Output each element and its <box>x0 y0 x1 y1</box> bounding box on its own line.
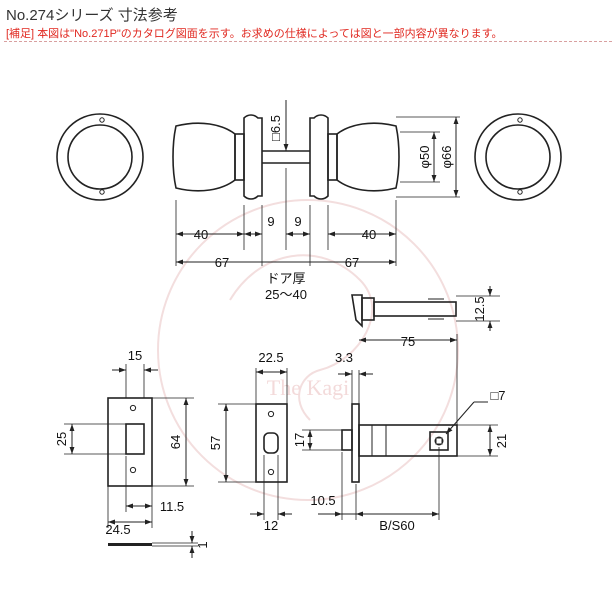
dim-overall-left: 67 <box>215 255 229 270</box>
watermark: The Kagi <box>157 199 459 501</box>
latch-faceplate: 22.5 57 12 <box>208 350 292 533</box>
dim-strike-width: 15 <box>128 348 142 363</box>
dim-faceplate-width: 22.5 <box>258 350 283 365</box>
watermark-circle <box>157 199 459 501</box>
dim-outer-diameter: φ66 <box>439 146 454 169</box>
dim-strike-thickness: 1 <box>195 541 210 548</box>
dim-latch-bolt: 17 <box>292 433 307 447</box>
dim-strike-total: 24.5 <box>105 522 130 537</box>
right-rose-front-view <box>474 113 562 201</box>
dim-front-offset: 10.5 <box>310 493 335 508</box>
dim-strike-offset: 11.5 <box>160 499 184 514</box>
dim-strike-opening: 25 <box>54 432 69 446</box>
dim-door-thickness-label: ドア厚 <box>266 271 305 286</box>
dim-knob-length-left: 40 <box>194 227 208 242</box>
watermark-text: The Kagi <box>267 375 349 400</box>
strike-plate-edge <box>108 543 152 546</box>
dim-square-hole: □7 <box>490 388 505 403</box>
dim-strike-height: 64 <box>168 435 183 449</box>
note-text: 本図は"No.271P"のカタログ図面を示す。お求めの仕様によっては図と一部内容… <box>37 28 503 40</box>
dim-case-height: 21 <box>494 434 509 448</box>
dim-door-thickness-range: 25〜40 <box>265 287 307 302</box>
dim-overall-right: 67 <box>345 255 359 270</box>
left-rose-front-view <box>56 113 144 201</box>
page-title: No.274シリーズ 寸法参考 <box>6 7 178 24</box>
dim-latch-height: 12.5 <box>472 296 487 321</box>
dim-rose-right: 9 <box>294 214 301 229</box>
dim-case-length: 75 <box>401 334 415 349</box>
technical-drawing: The Kagi <box>54 100 562 558</box>
watermark-swoosh <box>229 254 374 421</box>
latch-case-side-view: 3.3 75 □7 21 17 10.5 B/S60 <box>292 334 509 533</box>
dim-faceplate-height: 57 <box>208 436 223 450</box>
dim-rose-diameter: φ50 <box>417 146 432 169</box>
note-tag: [補足] <box>6 28 35 40</box>
dim-spindle: □6.5 <box>268 115 283 141</box>
dim-faceplate-depth: 12 <box>264 518 278 533</box>
dim-backset: B/S60 <box>379 518 414 533</box>
strike-plate: 15 25 64 11.5 24.5 1 <box>54 348 210 558</box>
knob-dimensions: 40 9 9 40 67 67 ドア厚 25〜40 □6.5 φ50 φ66 <box>175 100 460 302</box>
dim-knob-length-right: 40 <box>362 227 376 242</box>
supplementary-note: [補足] 本図は"No.271P"のカタログ図面を示す。お求めの仕様によっては図… <box>6 25 503 41</box>
header: No.274シリーズ 寸法参考 [補足] 本図は"No.271P"のカタログ図面… <box>0 0 616 46</box>
latch-top-view: 12.5 <box>351 286 500 331</box>
dim-case-offset: 3.3 <box>335 350 353 365</box>
dim-rose-left: 9 <box>267 214 274 229</box>
header-divider <box>4 41 612 42</box>
knob-side-view <box>172 114 400 200</box>
